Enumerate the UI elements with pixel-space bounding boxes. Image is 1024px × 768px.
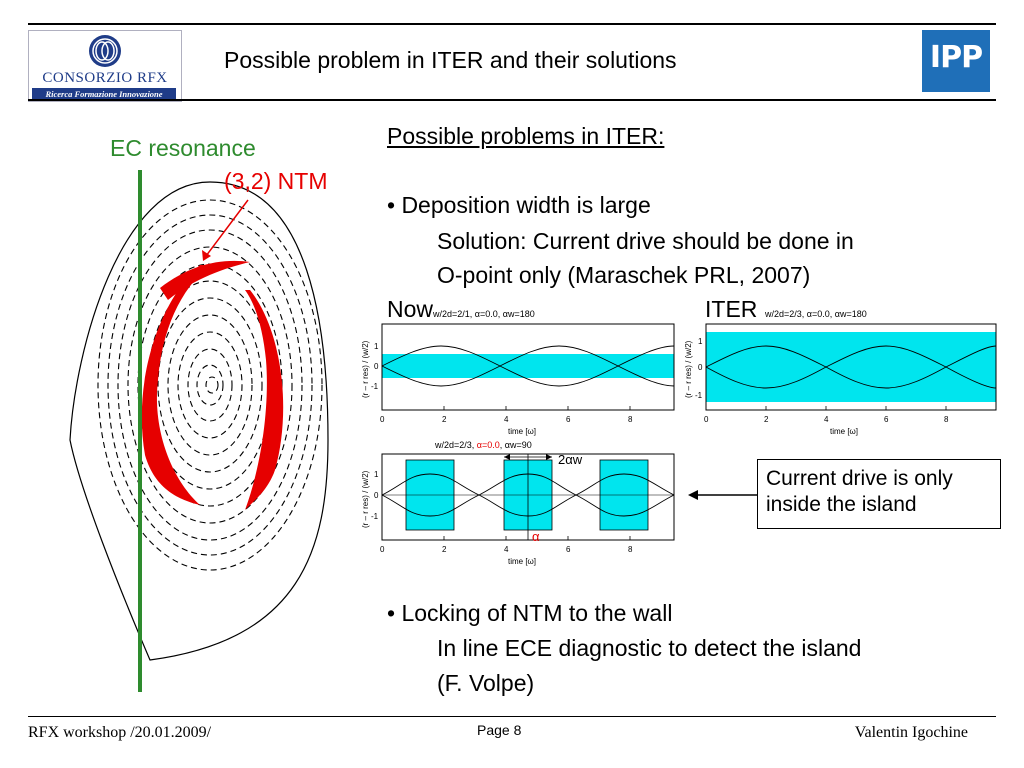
width-dimension-label: 2αw (558, 452, 583, 467)
x-axis-label: time [ω] (508, 427, 536, 436)
page-number: Page 8 (477, 722, 522, 738)
ntm-island-top (160, 260, 250, 300)
flux-surface (107, 214, 313, 556)
rfx-logo-name: CONSORZIO RFX (42, 70, 168, 86)
now-plot-title: w/2d=2/1, α=0.0, αw=180 (433, 309, 535, 319)
iter-plot-title: w/2d=2/3, α=0.0, αw=180 (765, 309, 867, 319)
opoint-plot-title: w/2d=2/3, α=0.0, αw=90 (435, 440, 532, 450)
magnetic-axis (205, 376, 219, 394)
bullet-locking: • Locking of NTM to the wall (387, 600, 673, 626)
x-tick: 0 (380, 545, 385, 554)
footer-rule (28, 716, 996, 717)
x-tick: 8 (628, 545, 633, 554)
bullet-deposition-solution-1: Solution: Current drive should be done i… (437, 228, 854, 254)
x-tick: 2 (764, 415, 769, 424)
problems-heading: Possible problems in ITER: (387, 123, 665, 149)
bullet-deposition: • Deposition width is large (387, 192, 651, 218)
opoint-title-pre: w/2d=2/3, (435, 440, 477, 450)
y-tick: 0 (374, 362, 379, 371)
y-axis-label: (r – r res) / (w/2) (361, 470, 370, 528)
opoint-title-alpha: α=0.0 (476, 440, 500, 450)
flux-surface (97, 199, 323, 571)
island-separatrix-lower (705, 345, 997, 389)
callout-box: Current drive is only inside the island (757, 459, 1001, 529)
x-tick: 0 (704, 415, 709, 424)
x-tick: 0 (380, 415, 385, 424)
ntm-island-right (245, 290, 284, 510)
island-separatrix-upper (381, 345, 675, 387)
now-label: Now (387, 296, 434, 322)
x-tick: 2 (442, 415, 447, 424)
island-separatrix-lower (381, 345, 675, 387)
x-axis-label: time [ω] (508, 557, 536, 566)
flux-surface (167, 314, 253, 456)
flux-surface (196, 364, 224, 406)
tokamak-flux-surfaces (69, 170, 329, 692)
x-tick: 4 (824, 415, 829, 424)
bullet-locking-solution-2: (F. Volpe) (437, 670, 535, 696)
flux-surface (177, 331, 243, 439)
deposition-band (706, 332, 996, 402)
footer-right: Valentin Igochine (854, 724, 968, 741)
rfx-logo: CONSORZIO RFX Ricerca Formazione Innovaz… (28, 30, 182, 102)
x-tick: 8 (628, 415, 633, 424)
ipp-logo-name: IPP (929, 40, 983, 75)
ipp-logo: IPP (922, 30, 990, 92)
rfx-logo-tagline: Ricerca Formazione Innovazione (32, 88, 176, 100)
x-tick: 4 (504, 415, 509, 424)
bullet-deposition-solution-2: O-point only (Maraschek PRL, 2007) (437, 262, 811, 288)
y-tick: 0 (698, 363, 703, 372)
y-tick: 0 (374, 491, 379, 500)
x-axis-label: time [ω] (830, 427, 858, 436)
flux-surface (187, 348, 233, 422)
y-tick: -1 (371, 512, 379, 521)
flux-surface (127, 246, 293, 524)
y-tick: 1 (698, 337, 703, 346)
y-tick: -1 (695, 391, 703, 400)
rfx-emblem-icon (89, 35, 121, 67)
slide-title: Possible problem in ITER and their solut… (224, 47, 677, 73)
ntm-label: (3,2) NTM (224, 168, 328, 194)
flux-surface (157, 297, 263, 473)
flux-surface (117, 229, 303, 541)
x-tick: 2 (442, 545, 447, 554)
header-rule-bottom (28, 99, 996, 101)
callout-text: Current drive is only inside the island (766, 467, 953, 516)
last-closed-flux-surface (69, 181, 329, 661)
y-tick: -1 (371, 382, 379, 391)
iter-plot: 0 2 4 6 8 1 0 -1 time [ω] (r – r res) / … (684, 323, 997, 436)
deposition-band (382, 354, 674, 378)
y-tick: 1 (374, 342, 379, 351)
ntm-pointer-arrow (205, 199, 249, 257)
header-rule-top (28, 23, 996, 25)
plot-frame (381, 323, 675, 411)
callout-arrow (688, 490, 758, 500)
ec-resonance-label: EC resonance (110, 135, 256, 161)
alpha-label: α (532, 529, 540, 544)
opoint-title-post: , αw=90 (499, 440, 532, 450)
y-axis-label: (r – r res) / (w/2) (361, 340, 370, 398)
x-tick: 8 (944, 415, 949, 424)
ntm-island-left (141, 265, 210, 505)
y-axis-label: (r – r res) / (w/2) (684, 340, 693, 398)
x-tick: 6 (566, 545, 571, 554)
bullet-locking-solution-1: In line ECE diagnostic to detect the isl… (437, 635, 862, 661)
x-tick: 6 (884, 415, 889, 424)
y-tick: 1 (374, 470, 379, 479)
now-plot: 0 2 4 6 8 1 0 -1 time [ω] (r – r res) / … (361, 323, 675, 436)
x-tick: 6 (566, 415, 571, 424)
footer-left: RFX workshop /20.01.2009/ (28, 724, 212, 741)
iter-label: ITER (705, 296, 758, 322)
x-tick: 4 (504, 545, 509, 554)
opoint-plot: 2αw α 0 2 4 6 8 1 0 -1 time [ω] (r – r r… (361, 452, 675, 566)
